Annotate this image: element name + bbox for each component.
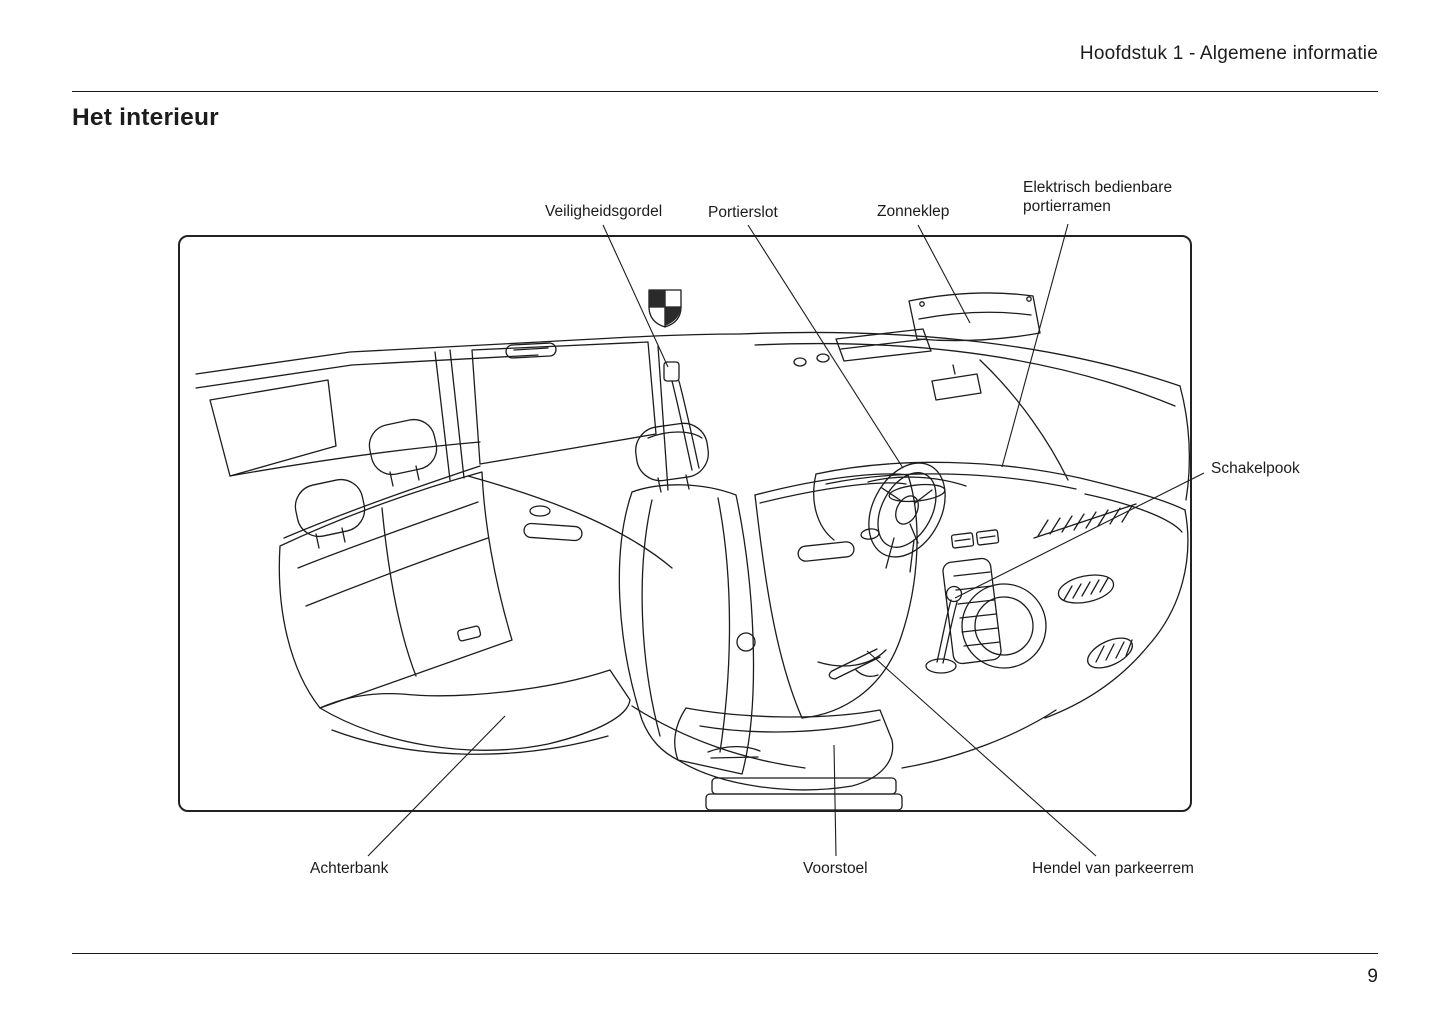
gear-lever-drawing [925, 585, 963, 674]
header-rule [72, 91, 1378, 92]
car-interior-illustration [195, 289, 1191, 811]
diagram-frame [178, 235, 1192, 812]
roof-and-windows-drawing [195, 331, 1191, 501]
footer-rule [72, 953, 1378, 954]
steering-wheel-drawing [868, 462, 946, 573]
sun-visor-drawing [793, 292, 1041, 367]
center-console-drawing [942, 529, 1047, 669]
rear-bench-drawing [278, 418, 631, 755]
seatbelt-drawing [657, 345, 700, 491]
label-schakelpook: Schakelpook [1211, 460, 1300, 477]
brand-badge-icon [648, 289, 682, 328]
label-elektrische-portierramen: Elektrisch bedienbare portierramen [1023, 179, 1173, 216]
label-parkeerrem: Hendel van parkeerrem [1032, 860, 1194, 877]
dashboard-drawing [813, 461, 1189, 719]
grab-handle-drawing [505, 342, 557, 359]
section-heading: Het interieur [72, 104, 219, 131]
label-voorstoel: Voorstoel [803, 860, 868, 877]
parking-brake-drawing [828, 648, 881, 680]
page-number: 9 [1367, 966, 1378, 987]
rearview-mirror-drawing [931, 364, 982, 401]
chapter-heading: Hoofdstuk 1 - Algemene informatie [1079, 43, 1378, 64]
label-veiligheidsgordel: Veiligheidsgordel [545, 203, 663, 220]
left-door-panel-drawing [467, 475, 673, 569]
door-panel-drawing [754, 473, 918, 719]
label-zonneklep: Zonneklep [877, 203, 950, 220]
label-portierslot: Portierslot [708, 204, 778, 221]
label-achterbank: Achterbank [310, 860, 389, 877]
